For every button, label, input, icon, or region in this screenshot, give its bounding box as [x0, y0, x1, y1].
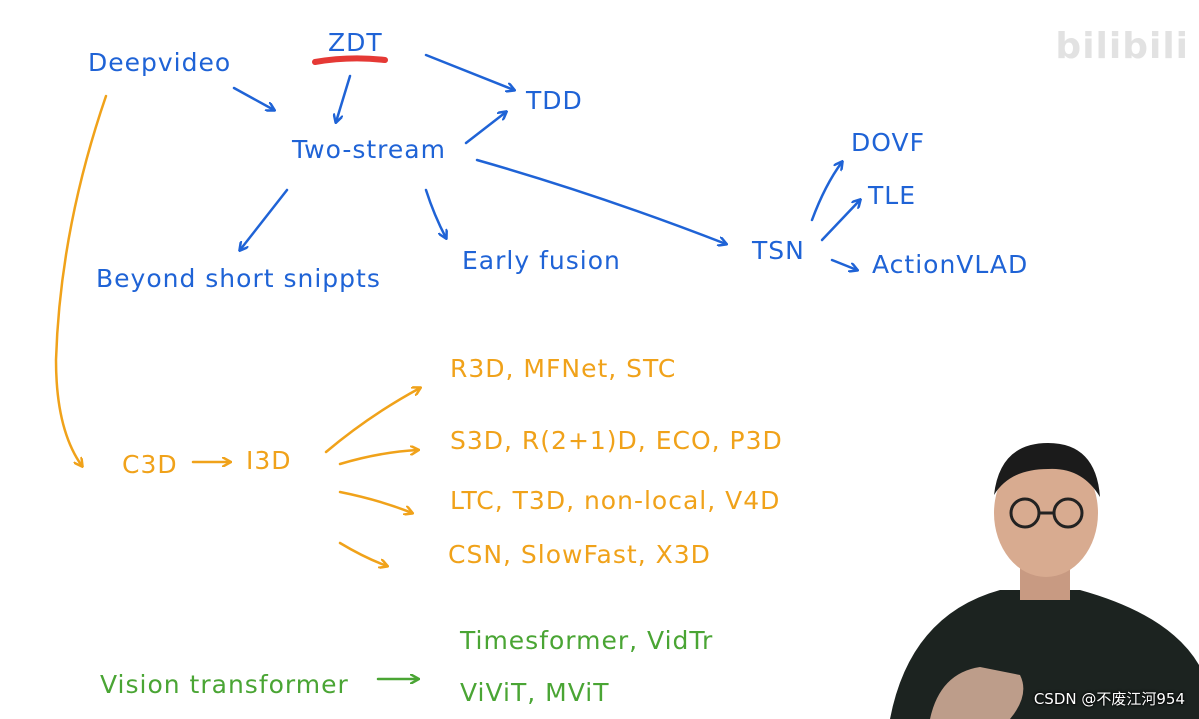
node-s3d-group: S3D, R(2+1)D, ECO, P3D [450, 426, 783, 455]
arrow-two-stream-to-tdd [464, 112, 506, 145]
arrow-zdt-to-two-stream [336, 74, 352, 122]
csdn-credit: CSDN @不废江河954 [1033, 690, 1185, 708]
arrow-deepvideo-to-two-stream [232, 86, 274, 110]
node-csn-group: CSN, SlowFast, X3D [448, 540, 711, 569]
arrow-deepvideo-to-c3d [54, 94, 108, 466]
arrow-zdt-to-tdd [424, 53, 514, 90]
arrow-two-stream-to-early-fusion [424, 188, 446, 238]
node-actionvlad: ActionVLAD [872, 250, 1029, 279]
node-beyond-short-snippets: Beyond short snippts [96, 264, 381, 293]
node-tle: TLE [868, 181, 916, 210]
node-ltc-group: LTC, T3D, non-local, V4D [450, 486, 781, 515]
node-tdd: TDD [526, 86, 583, 115]
node-vision-transformer: Vision transformer [100, 670, 349, 699]
arrow-i3d-to-ltc [338, 490, 412, 513]
node-timesformer-group: Timesformer, VidTr [460, 626, 714, 655]
arrow-i3d-to-csn [338, 541, 387, 566]
node-deepvideo: Deepvideo [88, 48, 232, 77]
node-vivit-group: ViViT, MViT [460, 678, 610, 707]
node-tsn: TSN [752, 236, 805, 265]
node-early-fusion: Early fusion [462, 246, 621, 275]
node-zdt: ZDT [328, 28, 383, 57]
node-two-stream: Two-stream [292, 135, 446, 164]
arrow-tsn-to-actionvlad [830, 258, 857, 270]
arrow-two-stream-to-tsn [475, 158, 726, 244]
arrow-tsn-to-tle [820, 200, 860, 242]
zdt-underline [312, 55, 388, 65]
bilibili-watermark: bilibili [1055, 26, 1189, 67]
node-r3d-group: R3D, MFNet, STC [450, 354, 677, 383]
arrow-i3d-to-r3d [324, 388, 420, 454]
node-i3d: I3D [246, 446, 292, 475]
node-c3d: C3D [122, 450, 178, 479]
arrow-i3d-to-s3d [338, 450, 418, 466]
arrow-two-stream-to-beyond [240, 188, 289, 250]
arrow-tsn-to-dovf [810, 162, 842, 222]
node-dovf: DOVF [851, 128, 925, 157]
presenter-video [890, 443, 1199, 719]
